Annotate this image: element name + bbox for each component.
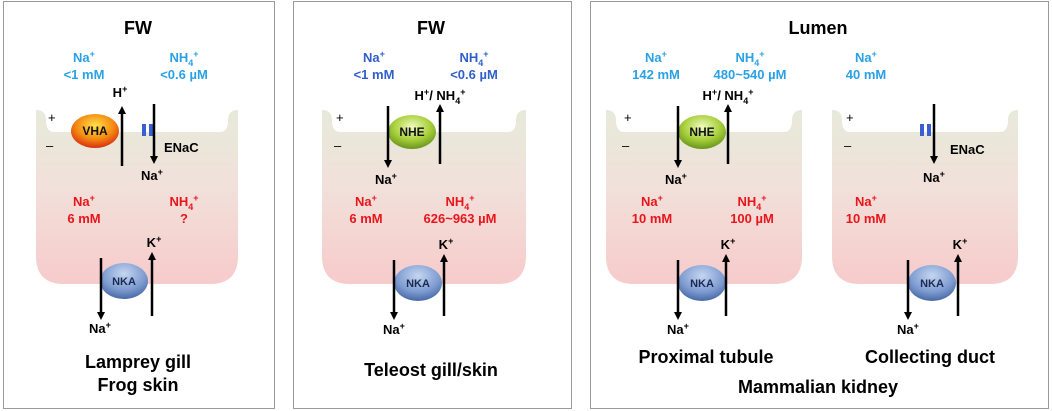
panel-2: FW Na+ <1 mM NH4+ <0.6 µM + – NHE H+/ NH…	[322, 18, 526, 380]
panel-title: FW	[417, 18, 445, 38]
panel-title: FW	[124, 18, 152, 38]
inside-ion-na: Na+	[855, 193, 877, 209]
enac-label: ENaC	[164, 140, 199, 155]
inside-ion-na: Na+	[641, 193, 663, 209]
inside-nh4-value: 626~963 µM	[424, 211, 497, 226]
caption-teleost: Teleost gill/skin	[364, 360, 498, 380]
outside-ion-nh4: NH4+	[735, 49, 764, 68]
cell-body	[36, 110, 238, 284]
inside-na-value: 10 mM	[632, 211, 672, 226]
caption-proximal-tubule: Proximal tubule	[638, 347, 773, 367]
inside-na-value: 6 mM	[67, 211, 100, 226]
outside-ion-nh4: NH4+	[169, 49, 198, 68]
nka-label: NKA	[406, 278, 430, 290]
cell-body	[322, 110, 526, 284]
nka-pump	[908, 265, 956, 301]
k-ion-label: K+	[953, 236, 968, 252]
k-ion-label: K+	[721, 236, 736, 252]
inside-na-value: 6 mM	[349, 211, 382, 226]
outside-ion-na: Na+	[855, 49, 877, 65]
membrane-minus: –	[844, 138, 852, 153]
k-ion-label: K+	[439, 236, 454, 252]
nka-label: NKA	[112, 276, 136, 288]
caption-lamprey-gill: Lamprey gill	[85, 352, 191, 372]
enac-channel-left	[142, 124, 146, 136]
h-ion-label: H+	[113, 84, 128, 100]
enac-channel-right	[149, 124, 153, 136]
nhe-label: NHE	[399, 125, 424, 139]
panel-title: Lumen	[788, 18, 847, 38]
na-in-label: Na+	[141, 167, 163, 183]
enac-channel-left	[920, 124, 924, 136]
na-out-label: Na+	[897, 321, 919, 337]
inside-ion-nh4: NH4+	[169, 193, 198, 212]
panel-3: Lumen Na+ 142 mM NH4+ 480~540 µM + – NHE…	[606, 18, 1018, 397]
outside-nh4-value: <0.6 µM	[160, 67, 208, 82]
na-out-label: Na+	[89, 320, 111, 336]
outside-na-value: <1 mM	[354, 67, 395, 82]
outside-nh4-value: <0.6 µM	[450, 67, 498, 82]
h-nh4-label: H+/ NH4+	[415, 87, 466, 106]
outside-ion-na: Na+	[363, 49, 385, 65]
outside-nh4-value: 480~540 µM	[714, 67, 787, 82]
vha-pump	[71, 114, 119, 148]
membrane-minus: –	[334, 138, 342, 153]
caption-collecting-duct: Collecting duct	[865, 347, 995, 367]
na-out-label: Na+	[383, 321, 405, 337]
h-nh4-label: H+/ NH4+	[703, 87, 754, 106]
nka-label: NKA	[920, 278, 944, 290]
membrane-plus: +	[336, 110, 344, 125]
nhe-exchanger	[388, 115, 436, 149]
nhe-exchanger	[678, 115, 726, 149]
na-out-label: Na+	[667, 321, 689, 337]
outside-ion-nh4: NH4+	[459, 49, 488, 68]
cell-body-proximal	[606, 110, 802, 284]
nka-pump	[100, 263, 148, 299]
inside-nh4-value: ?	[180, 211, 188, 226]
inside-ion-na: Na+	[73, 193, 95, 209]
nka-pump	[394, 265, 442, 301]
membrane-plus: +	[624, 110, 632, 125]
inside-ion-nh4: NH4+	[445, 193, 474, 212]
membrane-minus: –	[46, 138, 54, 153]
outside-na-value: 40 mM	[846, 67, 886, 82]
nhe-label: NHE	[689, 125, 714, 139]
panel-1: FW Na+ <1 mM NH4+ <0.6 µM + – VHA H+ ENa…	[36, 18, 238, 395]
inside-ion-nh4: NH4+	[737, 193, 766, 212]
enac-label: ENaC	[950, 142, 985, 157]
cell-body-collecting	[832, 110, 1018, 284]
membrane-plus: +	[846, 110, 854, 125]
nka-pump	[678, 265, 726, 301]
na-in-label: Na+	[665, 171, 687, 187]
membrane-plus: +	[48, 110, 56, 125]
vha-label: VHA	[82, 124, 108, 138]
inside-na-value: 10 mM	[846, 211, 886, 226]
nka-label: NKA	[690, 278, 714, 290]
membrane-minus: –	[622, 138, 630, 153]
enac-channel-right	[927, 124, 931, 136]
outside-na-value: 142 mM	[632, 67, 680, 82]
k-ion-label: K+	[147, 234, 162, 250]
na-in-label: Na+	[923, 169, 945, 185]
outside-ion-na: Na+	[645, 49, 667, 65]
outside-na-value: <1 mM	[64, 67, 105, 82]
inside-nh4-value: 100 µM	[730, 211, 774, 226]
inside-ion-na: Na+	[355, 193, 377, 209]
caption-mammalian-kidney: Mammalian kidney	[738, 377, 898, 397]
caption-frog-skin: Frog skin	[97, 375, 178, 395]
outside-ion-na: Na+	[73, 49, 95, 65]
na-in-label: Na+	[375, 171, 397, 187]
